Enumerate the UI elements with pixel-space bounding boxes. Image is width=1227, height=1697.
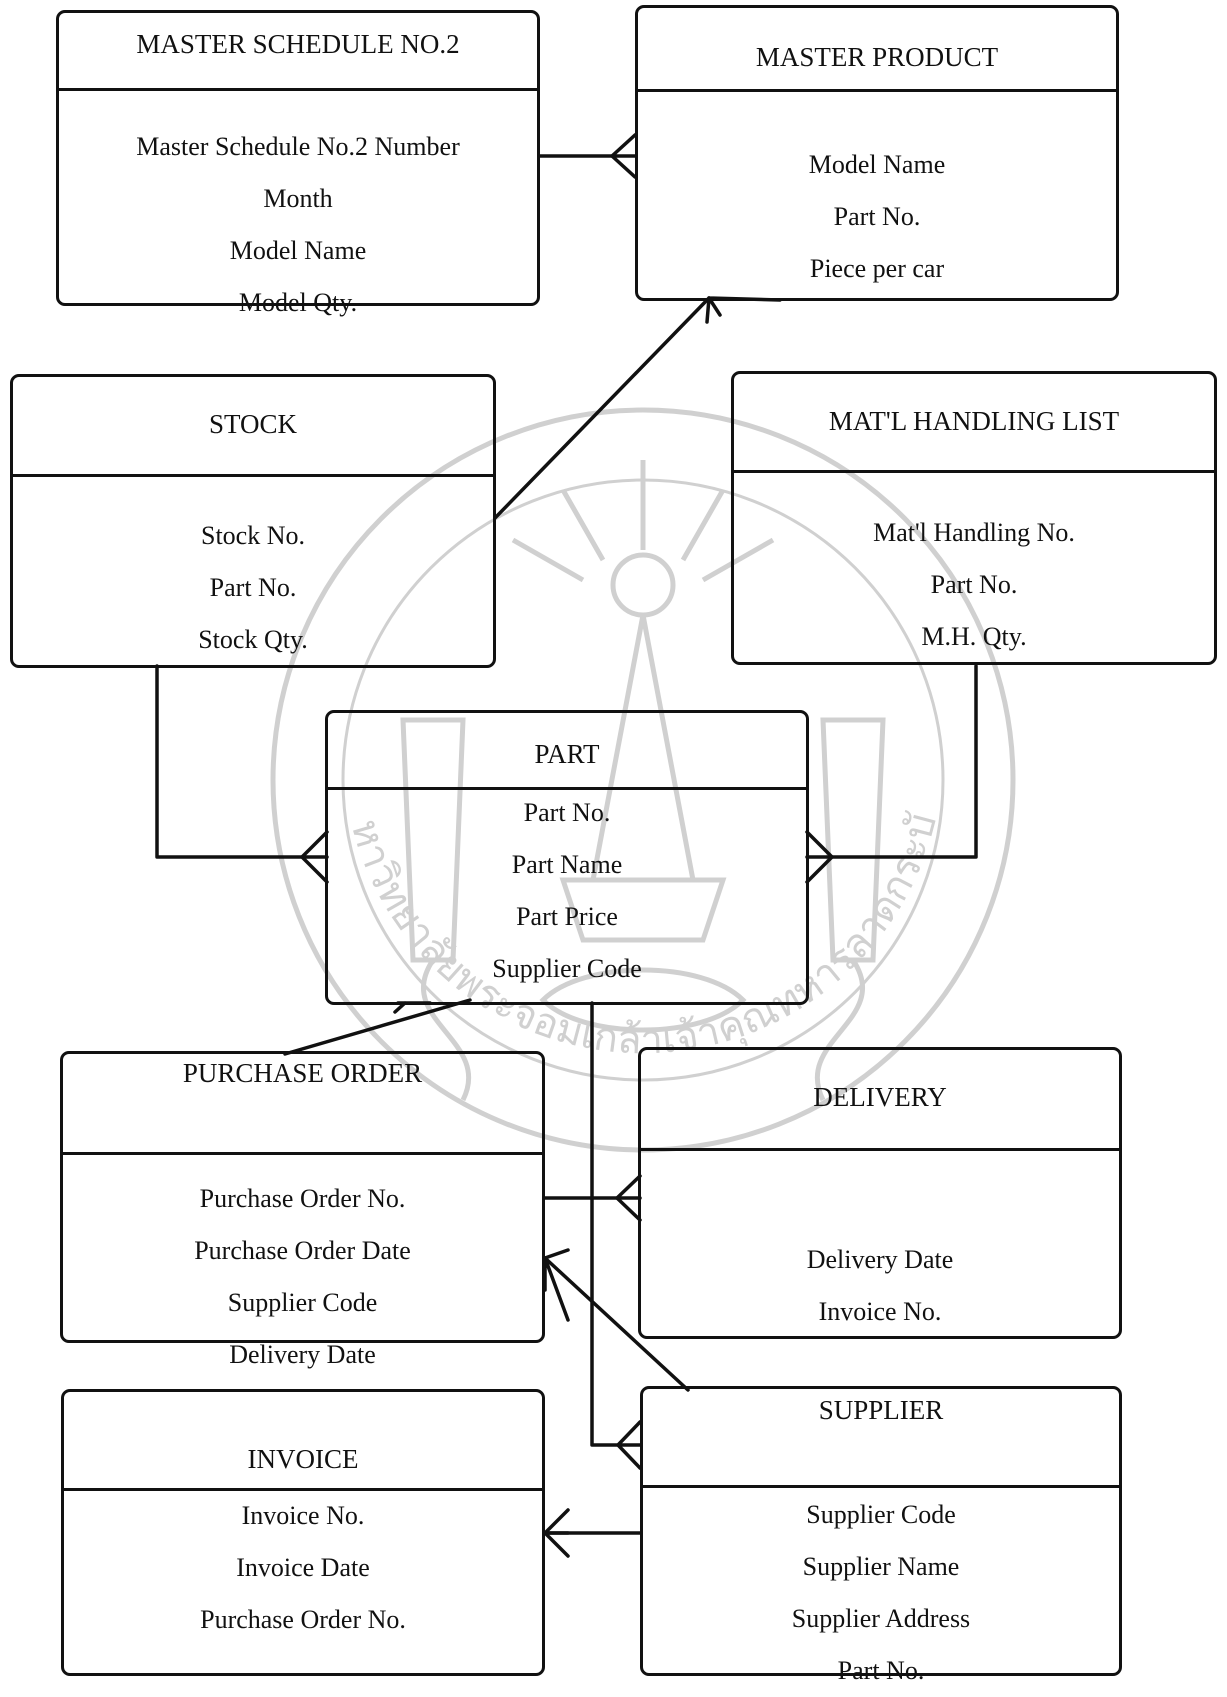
attribute: Delivery Date	[641, 1234, 1119, 1286]
crow-foot-part-left	[302, 832, 327, 882]
entity-invoice: INVOICE Invoice No. Invoice Date Purchas…	[61, 1389, 545, 1676]
entity-attributes: Mat'l Handling No. Part No. M.H. Qty.	[734, 507, 1214, 663]
entity-title: STOCK	[13, 409, 493, 440]
entity-title: MASTER SCHEDULE NO.2	[59, 29, 537, 60]
entity-part: PART Part No. Part Name Part Price Suppl…	[325, 710, 809, 1005]
attribute: Supplier Name	[643, 1541, 1119, 1593]
relationship-master-product-part	[495, 298, 709, 518]
attribute: Part No.	[643, 1645, 1119, 1697]
entity-title: MASTER PRODUCT	[638, 42, 1116, 73]
attribute: Purchase Order No.	[64, 1594, 542, 1646]
attribute: Invoice No.	[64, 1490, 542, 1542]
entity-title: DELIVERY	[641, 1082, 1119, 1113]
crow-foot-master-product-bottom	[707, 298, 780, 322]
attribute: Supplier Code	[643, 1489, 1119, 1541]
attribute: Invoice No.	[641, 1286, 1119, 1338]
entity-attributes: Stock No. Part No. Stock Qty.	[13, 510, 493, 666]
entity-title: INVOICE	[64, 1444, 542, 1475]
entity-stock: STOCK Stock No. Part No. Stock Qty.	[10, 374, 496, 668]
crow-foot-master-product	[612, 135, 635, 177]
entity-header	[64, 1392, 542, 1491]
relationship-part-purchase-order	[285, 1000, 470, 1054]
entity-purchase-order: PURCHASE ORDER Purchase Order No. Purcha…	[60, 1051, 545, 1343]
entity-title: PART	[328, 739, 806, 770]
attribute: Part No.	[328, 787, 806, 839]
crow-foot-invoice	[545, 1510, 568, 1556]
attribute: Supplier Code	[328, 943, 806, 995]
attribute: Purchase Order No.	[63, 1173, 542, 1225]
attribute: Part Price	[328, 891, 806, 943]
attribute: M.H. Qty.	[734, 611, 1214, 663]
crow-foot-supplier-left	[618, 1422, 640, 1468]
relationship-part-supplier	[592, 1003, 618, 1445]
attribute: Part No.	[13, 562, 493, 614]
attribute: Supplier Address	[643, 1593, 1119, 1645]
entity-attributes: Invoice No. Invoice Date Purchase Order …	[64, 1490, 542, 1646]
attribute: Supplier Code	[63, 1277, 542, 1329]
attribute: Model Name	[59, 225, 537, 277]
entity-attributes: Model Name Part No. Piece per car	[638, 139, 1116, 295]
entity-attributes: Part No. Part Name Part Price Supplier C…	[328, 787, 806, 995]
attribute: Part No.	[638, 191, 1116, 243]
entity-attributes: Purchase Order No. Purchase Order Date S…	[63, 1173, 542, 1381]
attribute: Delivery Date	[63, 1329, 542, 1381]
entity-supplier: SUPPLIER Supplier Code Supplier Name Sup…	[640, 1386, 1122, 1676]
attribute: Model Qty.	[59, 277, 537, 329]
attribute: Model Name	[638, 139, 1116, 191]
attribute: Part Name	[328, 839, 806, 891]
crow-foot-part-right	[807, 832, 832, 882]
entity-attributes: Master Schedule No.2 Number Month Model …	[59, 121, 537, 329]
attribute: Part No.	[734, 559, 1214, 611]
entity-attributes: Supplier Code Supplier Name Supplier Add…	[643, 1489, 1119, 1697]
attribute: Purchase Order Date	[63, 1225, 542, 1277]
entity-master-product: MASTER PRODUCT Model Name Part No. Piece…	[635, 5, 1119, 301]
entity-attributes: Delivery Date Invoice No.	[641, 1234, 1119, 1338]
entity-master-schedule: MASTER SCHEDULE NO.2 Master Schedule No.…	[56, 10, 540, 306]
attribute: Mat'l Handling No.	[734, 507, 1214, 559]
crow-foot-delivery	[617, 1176, 640, 1220]
entity-title: SUPPLIER	[643, 1395, 1119, 1426]
attribute: Stock No.	[13, 510, 493, 562]
attribute: Stock Qty.	[13, 614, 493, 666]
entity-delivery: DELIVERY Delivery Date Invoice No.	[638, 1047, 1122, 1339]
entity-matl-handling-list: MAT'L HANDLING LIST Mat'l Handling No. P…	[731, 371, 1217, 665]
relationship-matl-handling-part	[832, 666, 976, 857]
relationship-stock-part	[157, 666, 302, 857]
attribute: Master Schedule No.2 Number	[59, 121, 537, 173]
attribute: Invoice Date	[64, 1542, 542, 1594]
entity-title: PURCHASE ORDER	[63, 1058, 542, 1089]
attribute: Month	[59, 173, 537, 225]
entity-title: MAT'L HANDLING LIST	[734, 406, 1214, 437]
attribute: Piece per car	[638, 243, 1116, 295]
